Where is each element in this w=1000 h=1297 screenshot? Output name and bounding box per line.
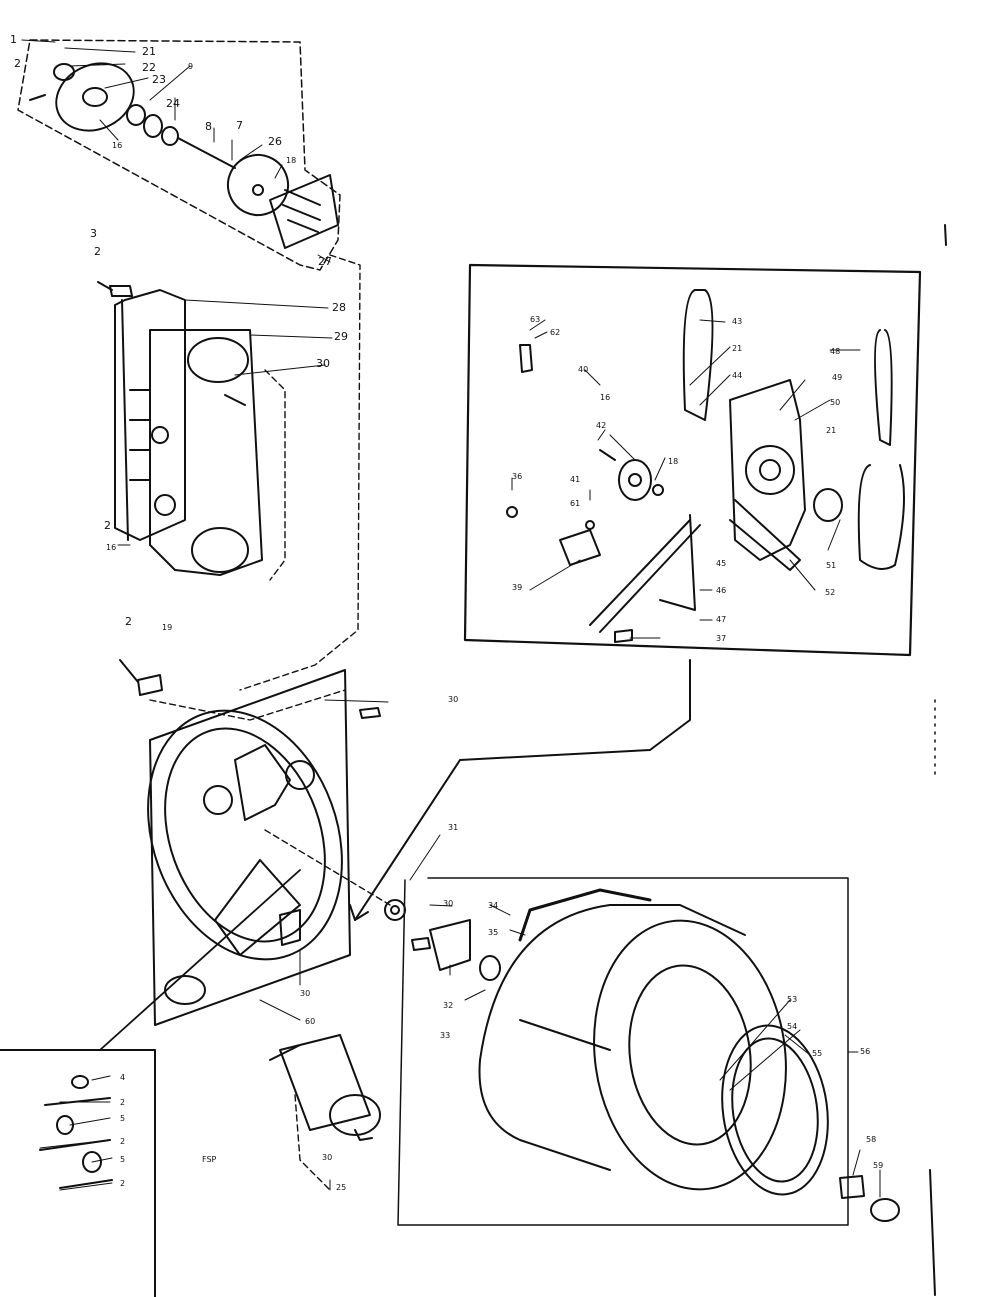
callout-label: 23	[152, 73, 166, 86]
callout-label: 29	[334, 330, 348, 343]
callout-label: 22	[142, 61, 156, 74]
callout-label: 60	[305, 1017, 316, 1026]
callout-label: 40	[578, 365, 589, 374]
callout-label: 25	[336, 1183, 347, 1192]
callout-label: 16	[106, 543, 117, 552]
callout-label: 58	[866, 1135, 877, 1144]
callout-label: 47	[716, 615, 727, 624]
callout-label: 26	[268, 135, 282, 148]
callout-label: 30	[316, 357, 330, 370]
motor-group	[17, 39, 341, 271]
capacitor	[269, 1034, 381, 1141]
callout-label: 2	[120, 1179, 126, 1188]
callout-label: 19	[162, 623, 173, 632]
callout-label: 52	[825, 588, 836, 597]
callout-label: 18	[286, 156, 297, 165]
callout-label: 2	[120, 1137, 126, 1146]
callout-label: 35	[488, 928, 499, 937]
diagram-stamp: FSP	[202, 1155, 217, 1164]
callout-label: 62	[550, 328, 561, 337]
callout-label: 50	[830, 398, 841, 407]
callout-label: 63	[530, 315, 541, 324]
callout-label: 9	[188, 62, 194, 71]
callout-label: 1	[10, 33, 17, 46]
callout-label: 2	[120, 1098, 126, 1107]
routing-lines	[149, 254, 391, 1191]
callout-label: 54	[787, 1022, 798, 1031]
callout-label: 2	[94, 245, 101, 258]
callout-label: 5	[120, 1155, 126, 1164]
callout-label: 24	[166, 97, 180, 110]
callout-label: 30	[443, 899, 454, 908]
callout-label: 3	[90, 227, 97, 240]
callout-label: 55	[812, 1049, 823, 1058]
callout-label: 31	[448, 823, 459, 832]
callout-label: 7	[236, 119, 243, 132]
callout-label: 4	[120, 1073, 126, 1082]
callout-label: 46	[716, 586, 727, 595]
callout-label: 30	[448, 695, 459, 704]
callout-label: 18	[668, 457, 679, 466]
callout-label: 37	[716, 634, 727, 643]
callout-label: 28	[332, 301, 346, 314]
callout-label: 43	[732, 317, 743, 326]
small-parts-box	[0, 869, 301, 1297]
blower-housing	[97, 281, 263, 576]
callout-label: 2	[125, 615, 132, 628]
callout-label: 16	[600, 393, 611, 402]
rear-bulkhead	[119, 659, 381, 1026]
callout-label: 41	[570, 475, 581, 484]
callout-label: 61	[570, 499, 581, 508]
callout-label: 51	[826, 561, 837, 570]
callout-label: 21	[732, 344, 743, 353]
callout-label: 5	[120, 1114, 126, 1123]
leader-lines	[21, 39, 881, 1198]
callout-label: 16	[112, 141, 123, 150]
edge-mark	[929, 1169, 936, 1296]
callout-label: 21	[826, 426, 837, 435]
callout-label: 45	[716, 559, 727, 568]
edge-mark	[944, 224, 947, 246]
drum-group	[384, 877, 900, 1226]
callout-label: 49	[832, 373, 843, 382]
callout-label: 30	[322, 1153, 333, 1162]
callout-label: 2	[14, 57, 21, 70]
callout-label: 30	[300, 989, 311, 998]
callout-label: 21	[142, 45, 156, 58]
callout-label: 59	[873, 1161, 884, 1170]
callout-label: 34	[488, 901, 499, 910]
callout-label: 36	[512, 472, 523, 481]
callout-label: 33	[440, 1031, 451, 1040]
callout-label: 32	[443, 1001, 454, 1010]
callout-label: 56	[860, 1047, 871, 1056]
callout-label: 2	[104, 519, 111, 532]
callout-label: 48	[830, 347, 841, 356]
callout-label: 44	[732, 371, 743, 380]
callout-label: 42	[596, 421, 607, 430]
callout-label: 39	[512, 583, 523, 592]
callout-label: 8	[205, 120, 212, 133]
callout-label: 53	[787, 995, 798, 1004]
callout-label: 27	[318, 255, 332, 268]
motor-box	[463, 263, 922, 657]
